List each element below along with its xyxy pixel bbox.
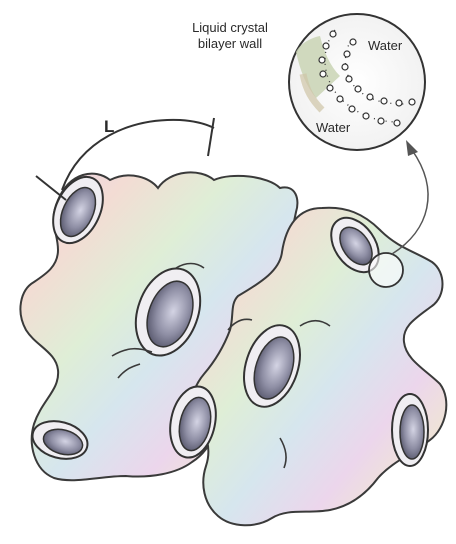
length-tick-right [208,118,214,156]
bilayer-magnified-view [289,14,425,150]
water-label-bottom: Water [316,120,351,135]
bilayer-label-line2: bilayer wall [198,36,262,51]
length-tick-left [36,176,66,200]
length-label: L [104,117,114,136]
bilayer-label-line1: Liquid crystal [192,20,268,35]
callout-marker [369,253,403,287]
callout-arrow [392,150,428,254]
water-label-top: Water [368,38,403,53]
arrowhead-icon [406,140,418,156]
